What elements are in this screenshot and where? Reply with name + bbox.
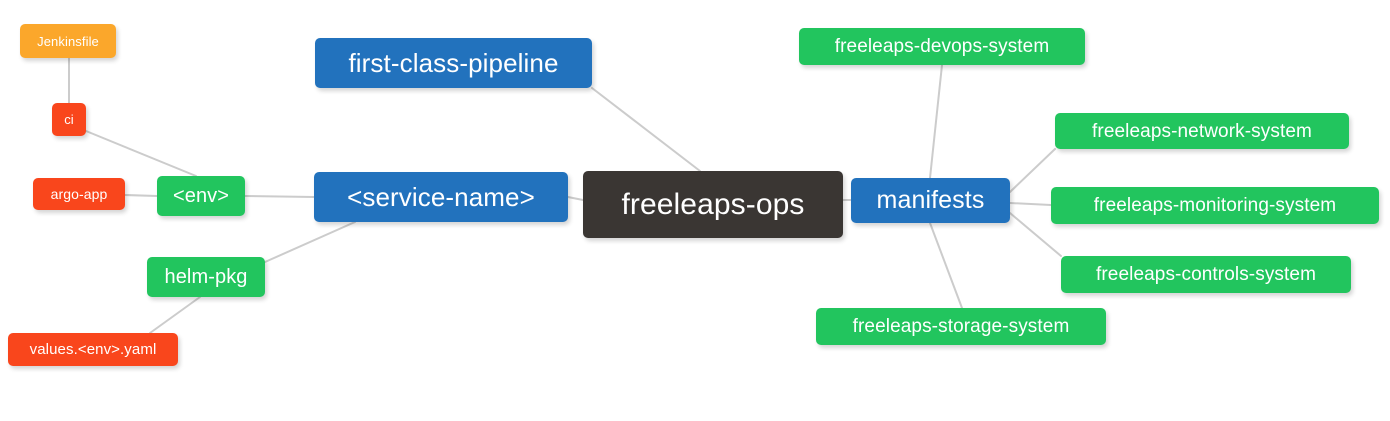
node-label-freeleaps-controls-system: freeleaps-controls-system: [1095, 264, 1317, 285]
node-label-jenkinsfile: Jenkinsfile: [37, 33, 99, 49]
node-label-freeleaps-devops-system: freeleaps-devops-system: [834, 36, 1050, 57]
node-label-helm-pkg: helm-pkg: [164, 266, 248, 288]
node-jenkinsfile[interactable]: Jenkinsfile: [20, 24, 116, 58]
node-label-freeleaps-storage-system: freeleaps-storage-system: [852, 316, 1070, 337]
node-label-manifests: manifests: [876, 186, 985, 214]
node-manifests[interactable]: manifests: [851, 178, 1010, 223]
node-freeleaps-monitoring-system[interactable]: freeleaps-monitoring-system: [1051, 187, 1379, 224]
node-ci[interactable]: ci: [52, 103, 86, 136]
node-values-env-yaml[interactable]: values.<env>.yaml: [8, 333, 178, 366]
node-label-env: <env>: [172, 185, 230, 207]
node-first-class-pipeline[interactable]: first-class-pipeline: [315, 38, 592, 88]
node-label-freeleaps-monitoring-system: freeleaps-monitoring-system: [1093, 195, 1337, 216]
node-label-freeleaps-network-system: freeleaps-network-system: [1092, 120, 1312, 142]
node-service-name[interactable]: <service-name>: [314, 172, 568, 222]
node-freeleaps-devops-system[interactable]: freeleaps-devops-system: [799, 28, 1085, 65]
node-label-values-env-yaml: values.<env>.yaml: [29, 341, 157, 358]
node-argo-app[interactable]: argo-app: [33, 178, 125, 210]
node-freeleaps-network-system[interactable]: freeleaps-network-system: [1055, 113, 1349, 149]
node-label-argo-app: argo-app: [50, 186, 108, 202]
node-label-ci: ci: [64, 112, 74, 127]
node-env[interactable]: <env>: [157, 176, 245, 216]
node-freeleaps-controls-system[interactable]: freeleaps-controls-system: [1061, 256, 1351, 293]
node-label-service-name: <service-name>: [347, 182, 535, 212]
node-helm-pkg[interactable]: helm-pkg: [147, 257, 265, 297]
node-freeleaps-storage-system[interactable]: freeleaps-storage-system: [816, 308, 1106, 345]
node-label-freeleaps-ops: freeleaps-ops: [621, 187, 805, 221]
node-freeleaps-ops[interactable]: freeleaps-ops: [583, 171, 843, 238]
node-label-first-class-pipeline: first-class-pipeline: [348, 48, 559, 78]
